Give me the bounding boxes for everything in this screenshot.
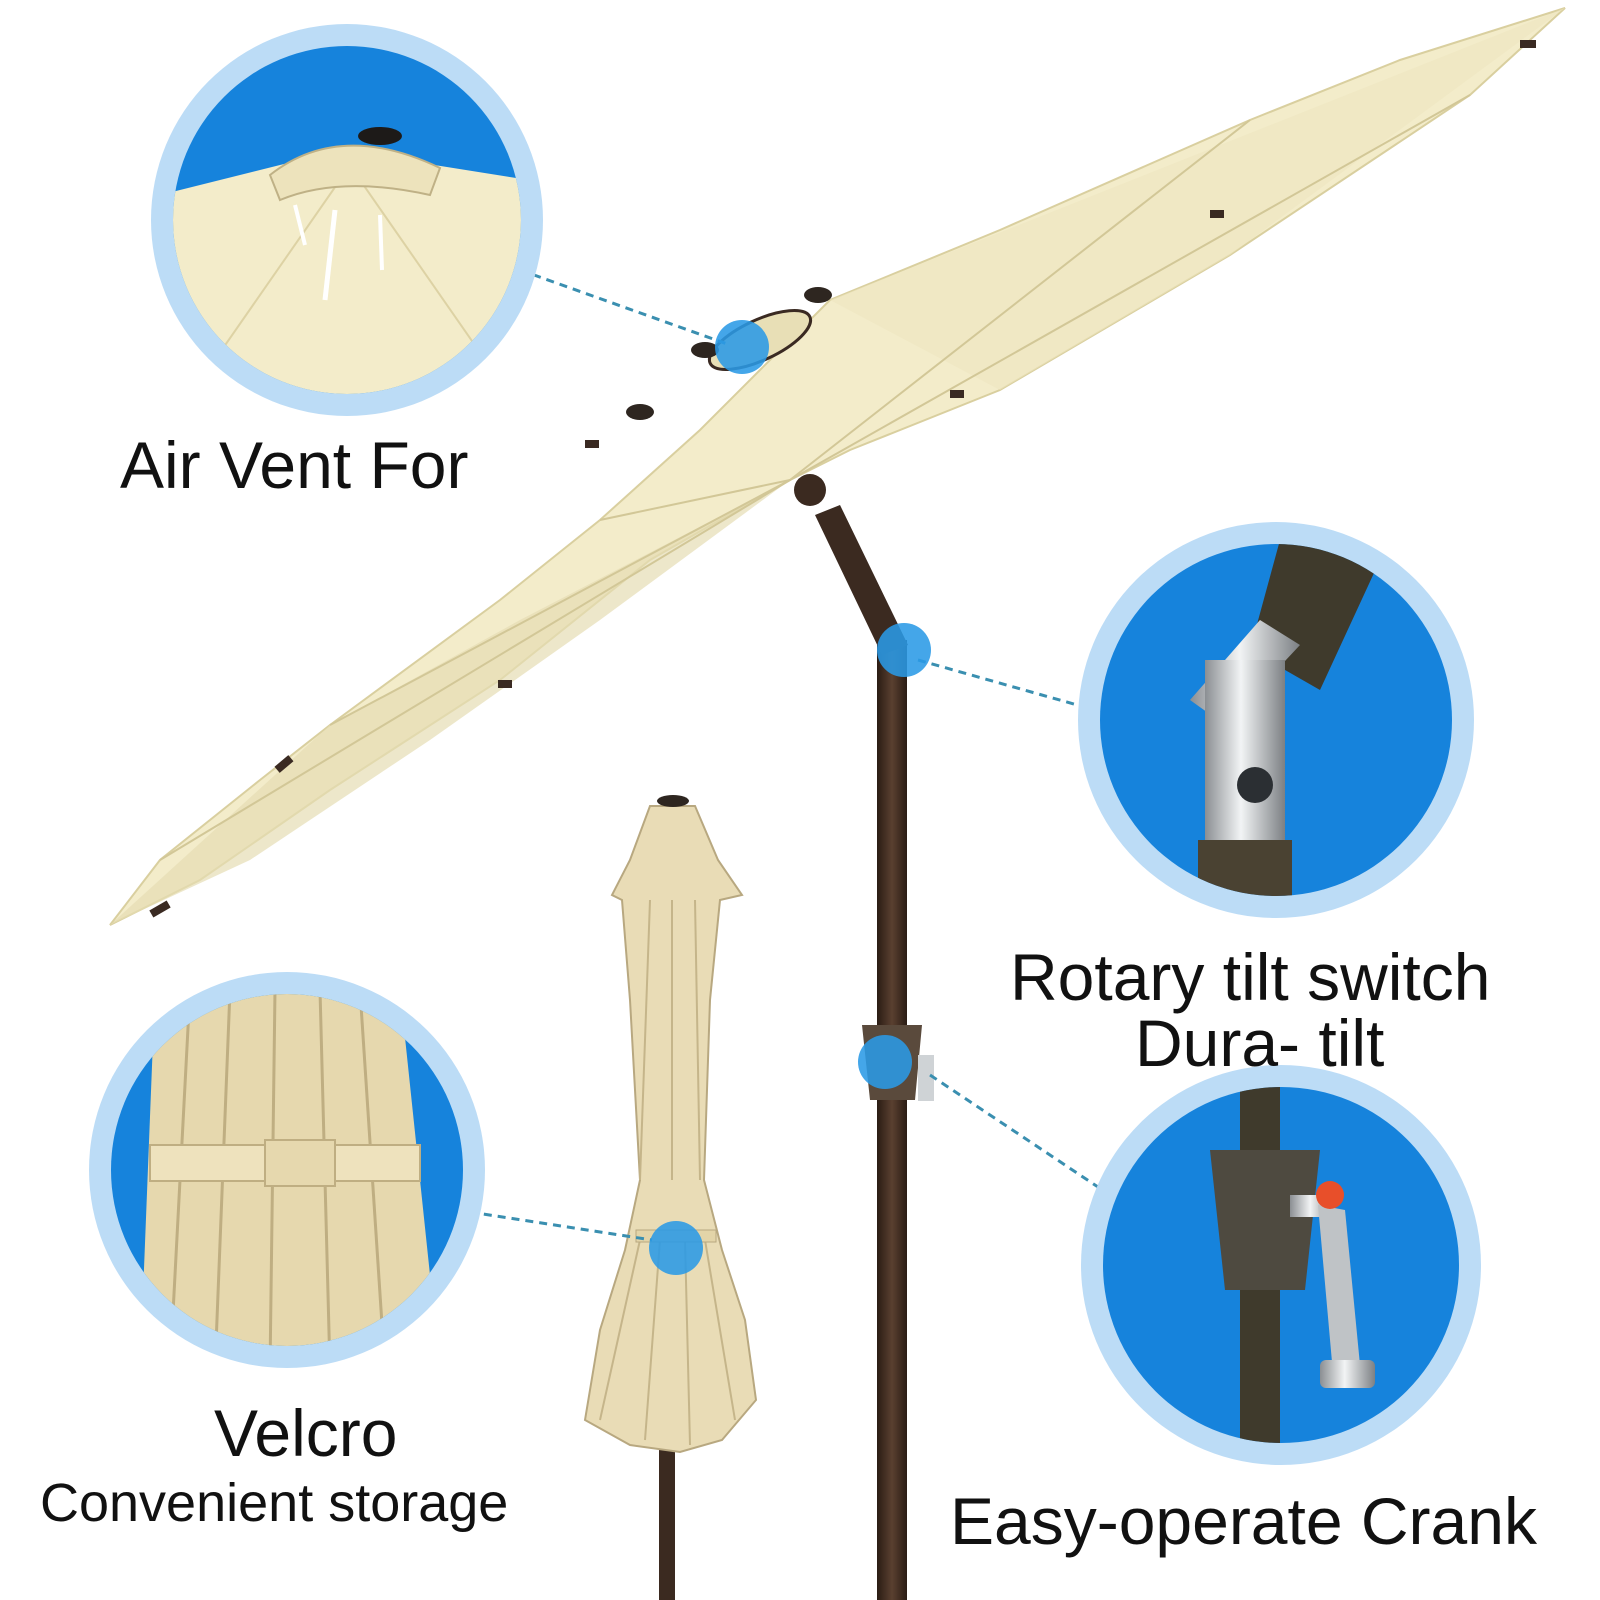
air-vent-label: Air Vent For	[120, 428, 469, 502]
callout-velcro	[89, 972, 485, 1368]
closed-pole	[659, 1420, 675, 1600]
vent-opening	[691, 342, 719, 358]
rib-tips	[149, 40, 1536, 918]
vent-opening	[626, 404, 654, 420]
main-pole	[877, 640, 907, 1600]
callout-air-vent	[151, 24, 543, 416]
callout-crank	[1081, 1065, 1481, 1465]
canopy-panel-shade	[110, 480, 790, 925]
closed-umbrella	[583, 795, 758, 1600]
tilt-pole	[815, 505, 908, 655]
leader-lines	[469, 268, 1111, 1242]
closed-top-cap	[657, 795, 689, 807]
marker-tilt	[877, 623, 931, 677]
closed-folds	[599, 899, 736, 1446]
crank-label: Easy-operate Crank	[950, 1484, 1537, 1558]
canopy-panel-shade	[830, 8, 1565, 390]
dura-tilt-label: Dura- tilt	[1135, 1006, 1385, 1080]
velcro-label: Velcro	[214, 1396, 398, 1470]
closed-canopy	[583, 805, 758, 1454]
hub	[794, 474, 826, 506]
marker-velcro	[649, 1221, 703, 1275]
callout-rotary-tilt	[1078, 522, 1474, 918]
crank-handle	[918, 1055, 934, 1101]
canopy-ribs	[159, 94, 1471, 861]
vent-opening	[804, 287, 832, 303]
open-umbrella	[109, 7, 1566, 1600]
rotary-tilt-label: Rotary tilt switch	[1010, 940, 1491, 1014]
marker-crank	[858, 1035, 912, 1089]
callout-markers	[649, 320, 931, 1275]
convenient-storage-label: Convenient storage	[40, 1473, 509, 1533]
marker-air-vent	[715, 320, 769, 374]
